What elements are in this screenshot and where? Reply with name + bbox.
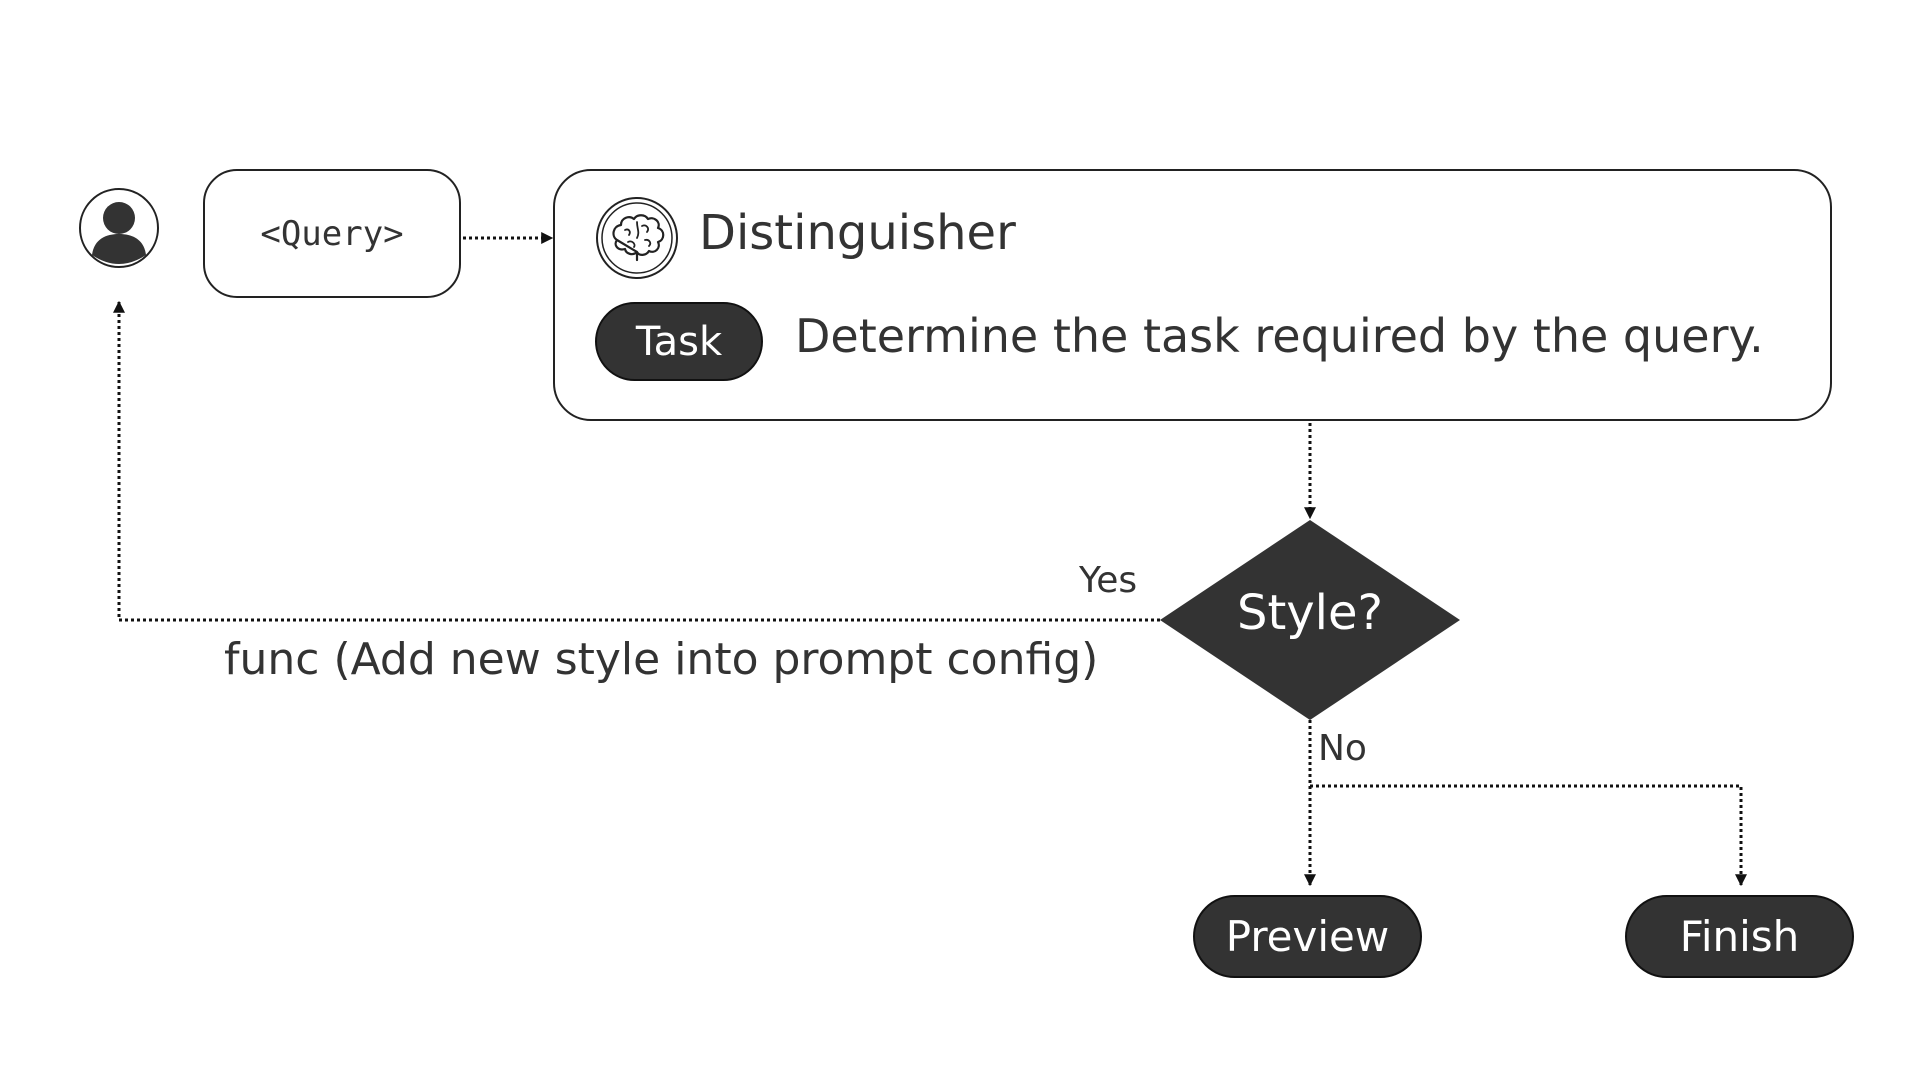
brain-icon — [596, 197, 678, 279]
task-description: Determine the task required by the query… — [795, 309, 1764, 363]
yes-loop-arrow — [113, 300, 1160, 622]
no-label: No — [1318, 728, 1367, 769]
yes-action-label: func (Add new style into prompt config) — [224, 634, 1099, 685]
decision-question: Style? — [1236, 585, 1384, 641]
no-to-finish-arrow — [1310, 784, 1747, 887]
finish-node: Finish — [1625, 895, 1854, 978]
task-badge: Task — [595, 302, 763, 381]
distinguisher-card: Distinguisher Task Determine the task re… — [553, 169, 1832, 421]
query-label: <Query> — [260, 213, 404, 254]
yes-label: Yes — [1079, 560, 1138, 601]
preview-label: Preview — [1225, 912, 1390, 961]
user-avatar-icon — [79, 188, 159, 268]
agent-title: Distinguisher — [699, 205, 1016, 261]
task-badge-label: Task — [635, 318, 723, 365]
query-node: <Query> — [203, 169, 461, 298]
preview-node: Preview — [1193, 895, 1422, 978]
finish-label: Finish — [1679, 912, 1800, 961]
decision-diamond — [1160, 520, 1460, 720]
